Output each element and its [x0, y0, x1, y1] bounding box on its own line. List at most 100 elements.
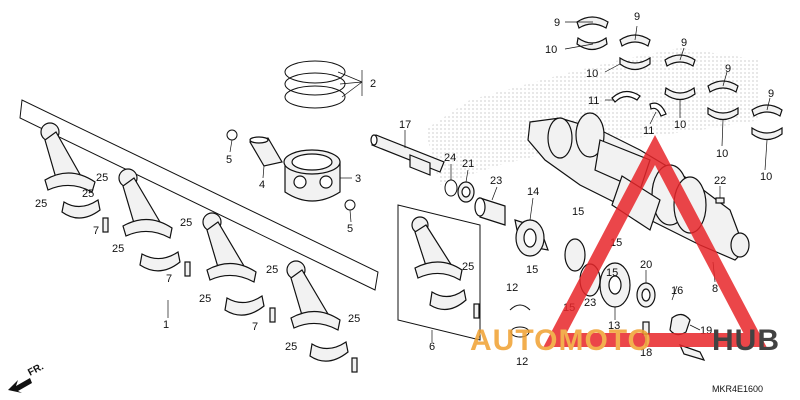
bearing-upper-4 [707, 80, 739, 93]
callout: 9 [681, 37, 687, 49]
gear-14 [514, 219, 549, 257]
key-22 [715, 197, 725, 204]
bearing-upper-3 [664, 54, 696, 67]
callout: 17 [399, 119, 411, 131]
balancer-shaft [370, 134, 445, 176]
callout: 3 [355, 173, 361, 185]
callout: 5 [226, 154, 232, 166]
front-marker: FR. [26, 361, 46, 378]
watermark-text-hub: HUB [712, 324, 780, 357]
washer-21-hole [461, 186, 471, 198]
callout: 23 [490, 175, 502, 187]
diagram-code: MKR4E1600 [712, 384, 763, 394]
conrod-4 [286, 260, 349, 362]
piston-pin-clip-right [344, 199, 356, 211]
callout: 5 [347, 223, 353, 235]
callout: 15 [606, 267, 618, 279]
callout: 8 [712, 283, 718, 295]
callout: 22 [714, 175, 726, 187]
callout: 23 [584, 297, 596, 309]
watermark-triangle [543, 134, 767, 347]
callout: 4 [259, 179, 265, 191]
callout: 10 [545, 44, 557, 56]
conrod-assembly-box [19, 99, 379, 291]
bearing-lower-3 [664, 86, 696, 101]
callout: 14 [527, 186, 539, 198]
callout: 13 [608, 320, 620, 332]
piston-rings [284, 60, 346, 109]
callout: 12 [506, 282, 518, 294]
callout: 25 [266, 264, 278, 276]
bearing-lower-2 [619, 56, 651, 71]
callout: 7 [252, 321, 258, 333]
lever-16 [669, 313, 691, 336]
callout: 25 [348, 313, 360, 325]
callout: 10 [760, 171, 772, 183]
callout: 20 [640, 259, 652, 271]
leader-lines [167, 21, 771, 346]
callout: 18 [640, 347, 652, 359]
gear-15-block [564, 238, 586, 272]
bearing-upper-1 [576, 16, 609, 29]
callout: 7 [166, 273, 172, 285]
conrod-3 [202, 212, 265, 316]
bolt-19 [678, 343, 706, 361]
callout: 11 [588, 95, 599, 107]
callout-labels: 9 10 9 10 9 10 9 10 9 10 11 11 2 5 4 3 5… [35, 11, 774, 368]
callout: 9 [725, 63, 731, 75]
callout: 25 [82, 188, 94, 200]
callout: 9 [554, 17, 560, 29]
callout: 25 [285, 341, 297, 353]
watermark-text-main: AUTOMOTO [470, 324, 652, 357]
thrust-washer-2 [649, 102, 667, 117]
callout: 25 [96, 172, 108, 184]
callout: 11 [643, 125, 654, 137]
callout: 16 [671, 285, 683, 297]
bearing-lower-5 [751, 126, 783, 141]
callout: 7 [93, 225, 99, 237]
front-arrow-icon [8, 378, 32, 393]
conrod-2 [118, 168, 181, 272]
piston-pin [249, 136, 283, 167]
callout: 1 [163, 319, 169, 331]
callout: 10 [716, 148, 728, 160]
bearing-lower-4 [707, 106, 739, 121]
washer-20-hole [641, 288, 651, 302]
callout: 15 [572, 206, 584, 218]
callout: 10 [586, 68, 598, 80]
callout: 21 [462, 158, 474, 170]
piston-ring-2 [284, 72, 346, 96]
bearing-lower-1 [576, 36, 608, 51]
callout: 10 [674, 119, 686, 131]
callout: 9 [768, 88, 774, 100]
callout: 2 [370, 78, 376, 90]
callout: 15 [526, 264, 538, 276]
clip-12-upper [509, 304, 531, 311]
conrod-bolts [102, 217, 480, 373]
ring-leaders [337, 70, 363, 98]
bearing-upper-2 [619, 34, 651, 47]
clip-12-lower [510, 326, 530, 338]
callout: 9 [634, 11, 640, 23]
callout: 25 [180, 217, 192, 229]
piston-ring-3 [284, 85, 346, 109]
thrust-washer-1 [611, 90, 641, 103]
conrod-1 [40, 122, 101, 219]
piston [283, 149, 341, 202]
callout: 12 [516, 356, 528, 368]
callout: 25 [35, 198, 47, 210]
conrod-single-box [397, 204, 481, 341]
piston-ring-1 [284, 60, 346, 84]
needle-bearing-23 [474, 197, 506, 226]
callout: 25 [199, 293, 211, 305]
circlip-24 [444, 179, 458, 197]
piston-pin-clip-left [226, 129, 238, 141]
callout: 25 [462, 261, 474, 273]
callout: 25 [112, 243, 124, 255]
watermark-logo: AUTOMOTO HUB [470, 134, 780, 357]
bearing-upper-5 [751, 104, 783, 117]
callout: 6 [429, 341, 435, 353]
callout: 24 [444, 152, 456, 164]
